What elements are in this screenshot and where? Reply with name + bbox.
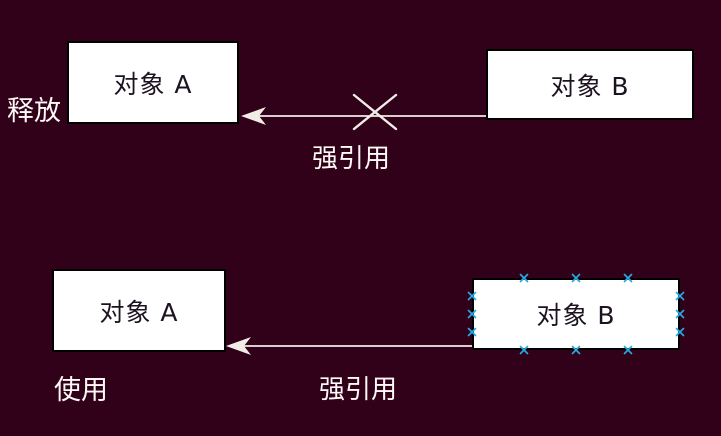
use-label[interactable]: 使用 [54, 375, 108, 406]
bottom-arrowhead-icon [226, 337, 251, 355]
connection-point-icon[interactable] [467, 291, 477, 301]
connection-point-icon[interactable] [675, 309, 685, 319]
top-object-a-box[interactable]: 对象 A [67, 41, 239, 124]
connection-point-icon[interactable] [519, 345, 529, 355]
connection-point-icon[interactable] [675, 291, 685, 301]
connection-point-icon[interactable] [623, 273, 633, 283]
connection-point-icon[interactable] [519, 273, 529, 283]
top-object-a-label: 对象 A [113, 69, 193, 99]
connection-point-icon[interactable] [571, 345, 581, 355]
release-label[interactable]: 释放 [7, 96, 61, 127]
connection-point-icon[interactable] [467, 309, 477, 319]
bottom-object-b-label: 对象 B [536, 301, 616, 330]
top-strong-reference-arrow[interactable] [241, 93, 486, 131]
top-arrowhead-icon [241, 107, 266, 125]
connection-point-icon[interactable] [571, 273, 581, 283]
connection-point-icon[interactable] [675, 327, 685, 337]
connection-point-icon[interactable] [467, 327, 477, 337]
bottom-object-a-box[interactable]: 对象 A [52, 269, 226, 352]
connection-point-icon[interactable] [623, 345, 633, 355]
top-object-b-label: 对象 B [550, 71, 630, 101]
bottom-object-a-label: 对象 A [99, 297, 179, 327]
top-object-b-box[interactable]: 对象 B [486, 49, 694, 120]
broken-reference-cross-icon [352, 93, 398, 131]
bottom-strong-reference-arrow[interactable] [226, 337, 472, 355]
top-strong-reference-label[interactable]: 强引用 [312, 144, 391, 174]
bottom-strong-reference-label[interactable]: 强引用 [319, 375, 398, 405]
connection-points-group [467, 273, 685, 355]
